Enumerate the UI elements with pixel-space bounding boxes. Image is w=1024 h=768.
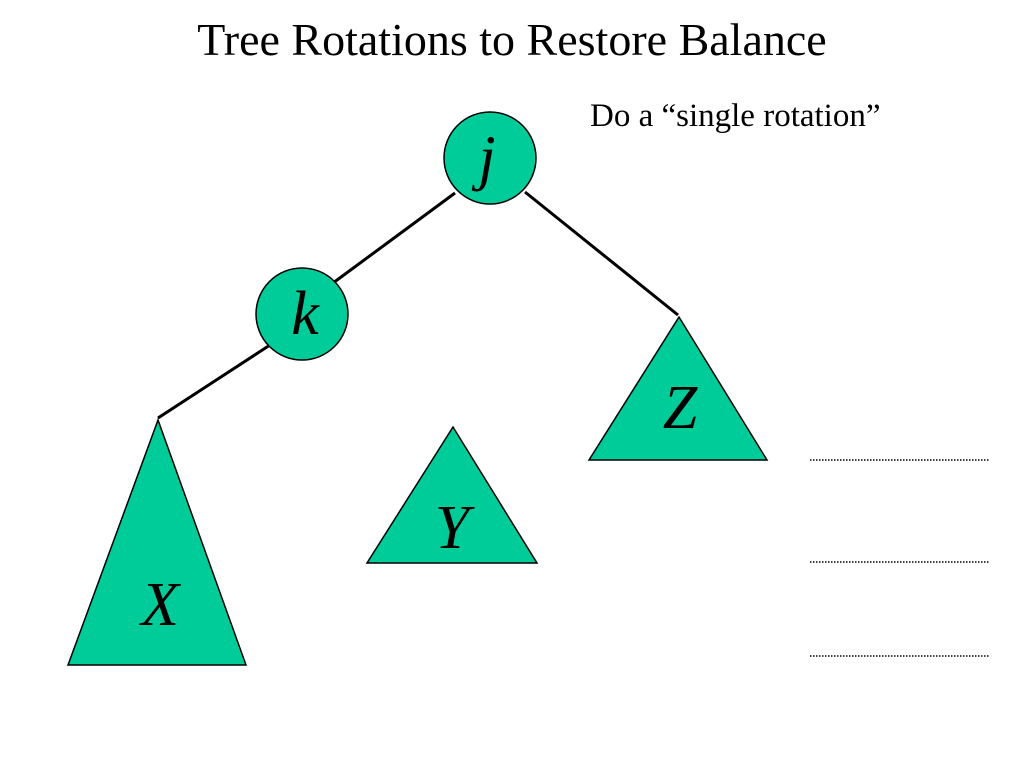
node-j-circle [443, 111, 537, 205]
subtree-y-triangle [365, 425, 539, 564]
edge-k-x [157, 343, 271, 420]
subtree-x-label: X [138, 571, 181, 639]
subtree-z-triangle [587, 315, 769, 461]
edge-j-k [332, 191, 456, 285]
rotation-note: Do a “single rotation” [590, 98, 881, 134]
node-k-circle [255, 267, 349, 361]
subtree-z-label: Z [663, 374, 698, 442]
subtree-x-triangle [66, 417, 248, 666]
node-k-label: k [291, 280, 320, 348]
edge-j-z [524, 190, 679, 317]
slide-title: Tree Rotations to Restore Balance [197, 14, 827, 65]
subtree-y-label: Y [435, 494, 475, 562]
